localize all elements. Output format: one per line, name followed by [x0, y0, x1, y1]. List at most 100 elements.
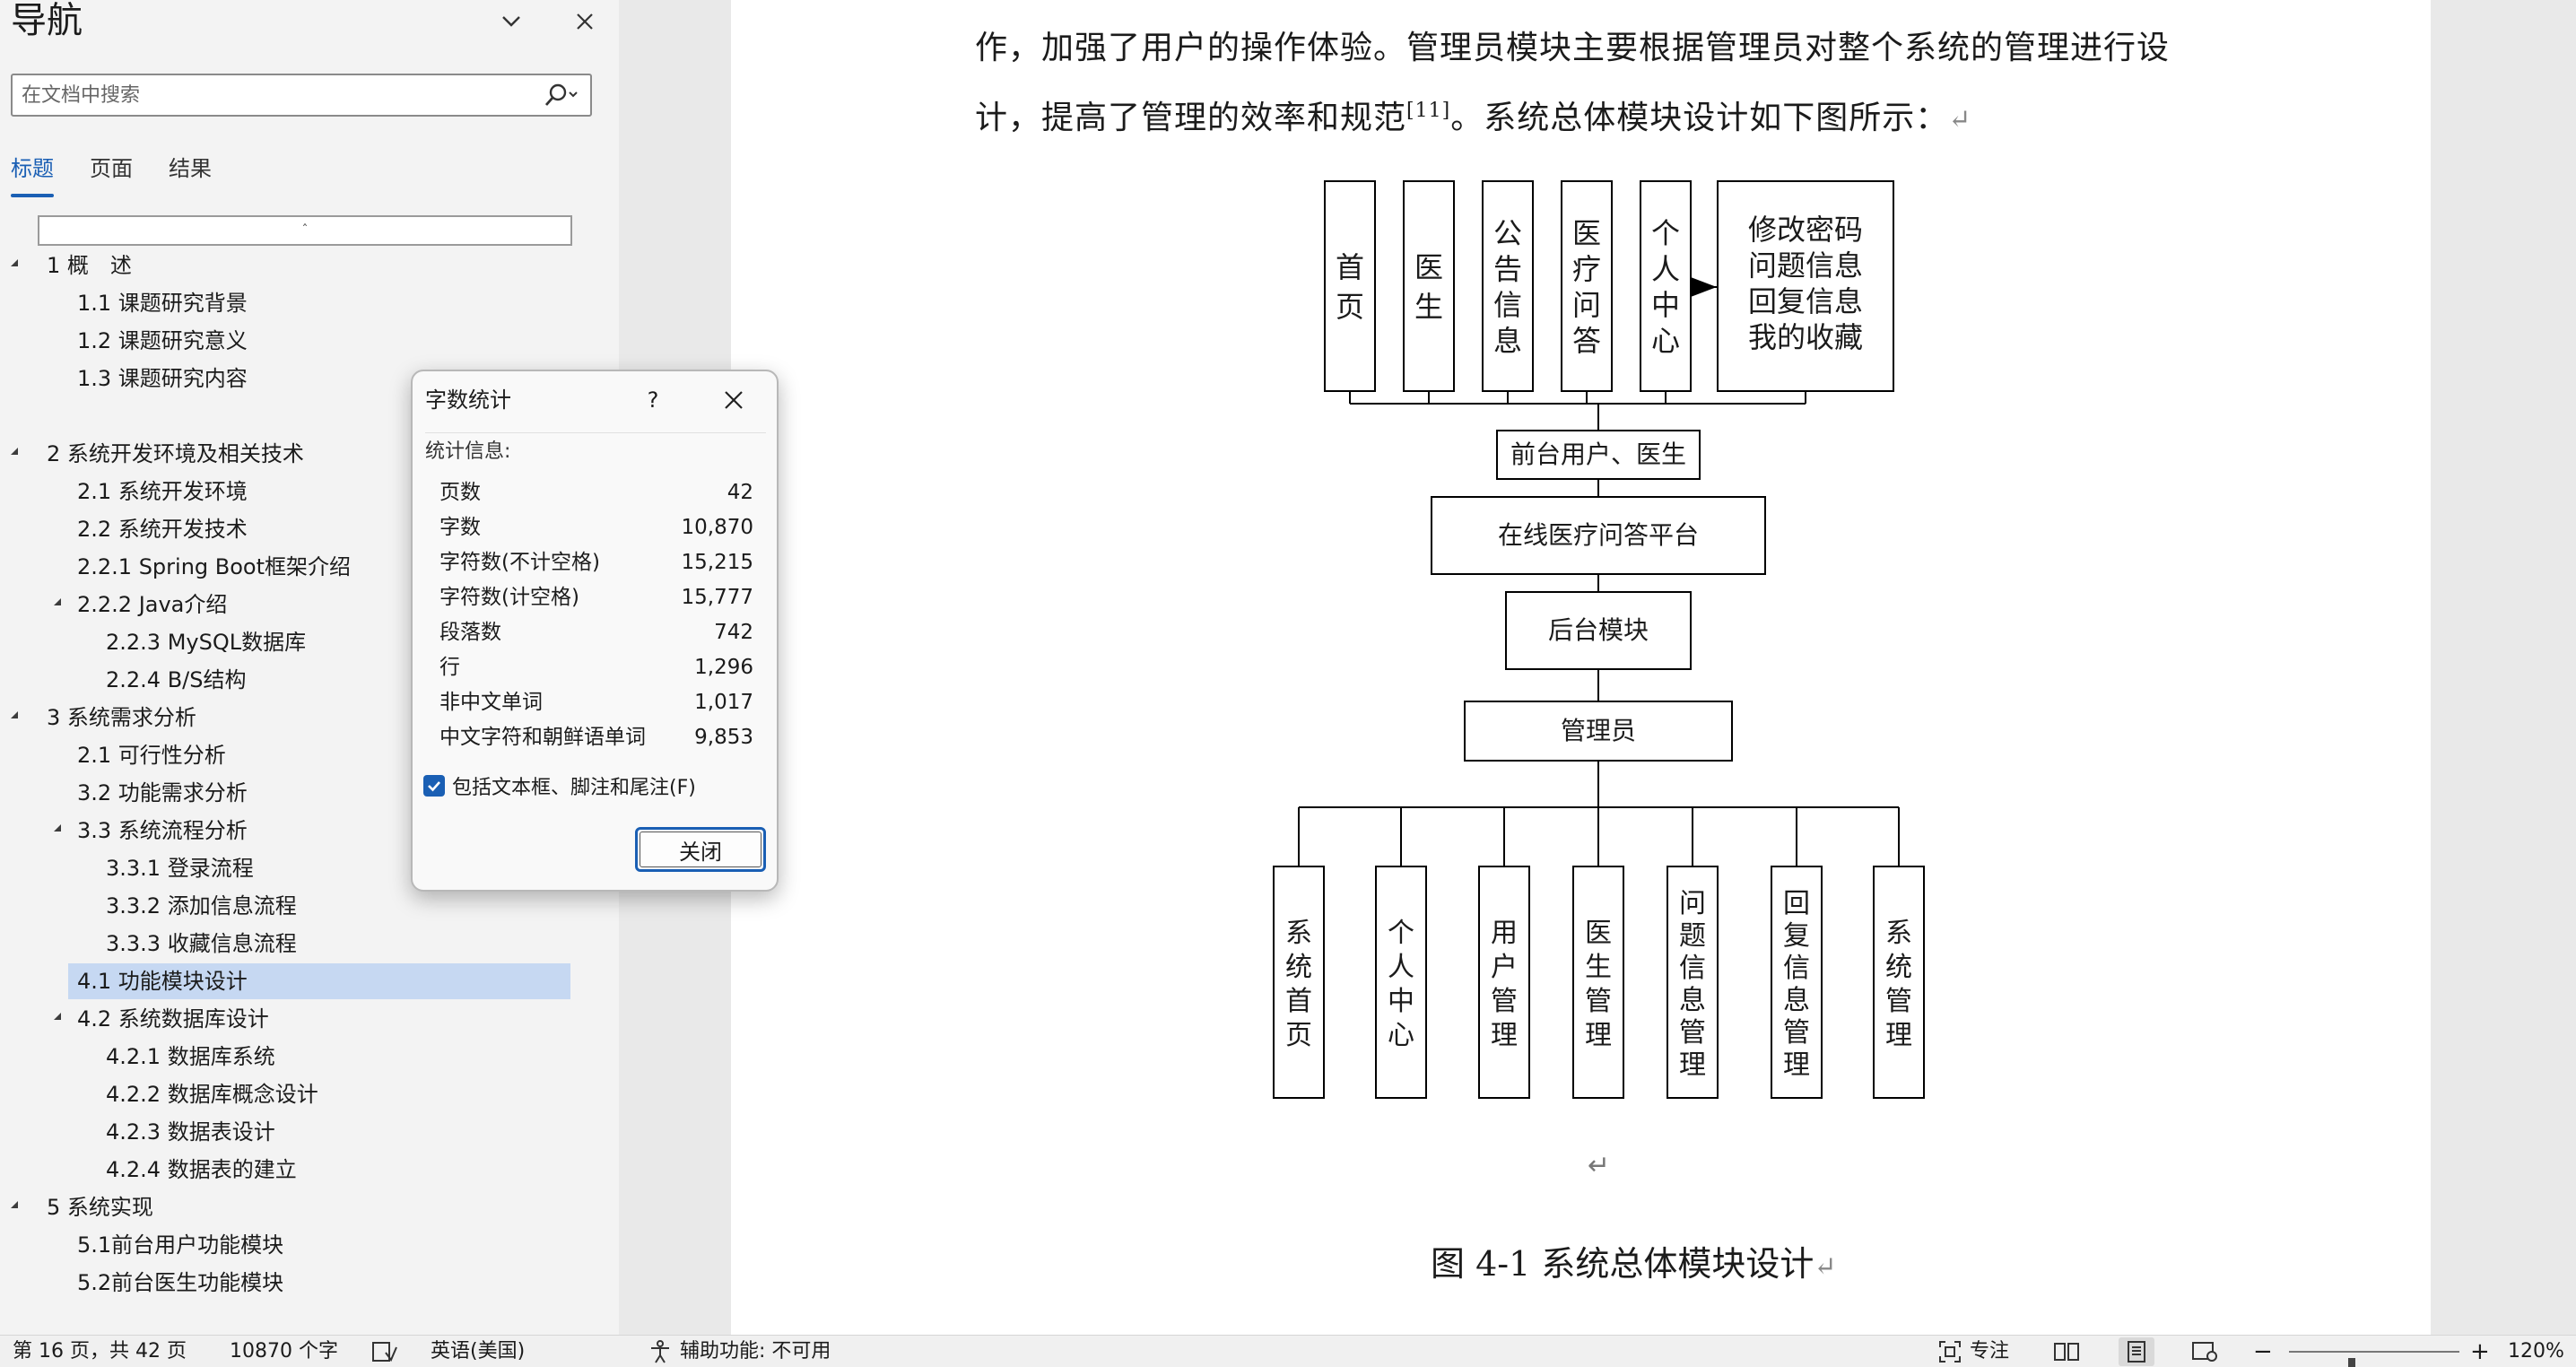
nav-heading-item[interactable]: 1.1 课题研究背景: [0, 285, 619, 321]
nav-search-button[interactable]: [536, 81, 585, 111]
help-button[interactable]: ?: [647, 387, 659, 413]
zoom-level[interactable]: 120%: [2508, 1340, 2564, 1363]
nav-heading-item[interactable]: 2.2.3 MySQL数据库: [0, 624, 619, 660]
nav-heading-label: 5.2前台医生功能模块: [77, 1270, 284, 1295]
nav-heading-item[interactable]: 3.2 功能需求分析: [0, 775, 619, 811]
top-module-box: [1324, 180, 1376, 392]
nav-heading-item[interactable]: 2 系统开发环境及相关技术: [0, 436, 619, 472]
bottom-module-label: 医: [1585, 918, 1612, 949]
nav-heading-item[interactable]: 4.2.4 数据表的建立: [0, 1152, 619, 1188]
nav-heading-item[interactable]: 4.2.1 数据库系统: [0, 1039, 619, 1075]
read-mode-button[interactable]: [2049, 1337, 2084, 1366]
close-button[interactable]: 关闭: [635, 827, 766, 872]
bottom-module-box: [1375, 866, 1427, 1099]
zoom-slider-thumb[interactable]: [2348, 1358, 2355, 1367]
word-count-indicator[interactable]: 10870 个字: [230, 1340, 338, 1363]
tab-pages[interactable]: 页面: [90, 156, 133, 181]
bottom-module-label: 管: [1679, 1017, 1706, 1049]
nav-heading-item[interactable]: 2.1 可行性分析: [0, 737, 619, 773]
dialog-close-x-button[interactable]: [718, 384, 750, 416]
nav-heading-item[interactable]: 5 系统实现: [0, 1189, 619, 1225]
collapse-all-bar[interactable]: ˆ: [38, 215, 572, 246]
proofing-button[interactable]: [371, 1336, 398, 1367]
tab-results[interactable]: 结果: [169, 156, 212, 181]
nav-heading-item[interactable]: 3 系统需求分析: [0, 700, 619, 736]
nav-heading-label: 5 系统实现: [47, 1195, 153, 1220]
top-module-box: [1640, 180, 1692, 392]
print-layout-button[interactable]: [2119, 1337, 2154, 1366]
document-canvas[interactable]: 作，加强了用户的操作体验。管理员模块主要根据管理员对整个系统的管理进行设 计，提…: [619, 0, 2576, 1335]
expand-caret-icon[interactable]: [11, 259, 18, 266]
pane-options-button[interactable]: [493, 4, 529, 39]
proofing-icon: [372, 1342, 397, 1362]
nav-heading-item[interactable]: 3.3.1 登录流程: [0, 850, 619, 886]
nav-heading-item[interactable]: 2.1 系统开发环境: [0, 474, 619, 509]
nav-heading-item[interactable]: 1.2 课题研究意义: [0, 323, 619, 359]
empty-paragraph-mark: ↵: [1588, 1150, 1611, 1181]
nav-heading-label: 1 概 述: [47, 253, 132, 278]
nav-heading-item[interactable]: 2.2 系统开发技术: [0, 511, 619, 547]
nav-heading-item[interactable]: 1 概 述: [0, 248, 619, 283]
page-indicator[interactable]: 第 16 页，共 42 页: [13, 1340, 187, 1363]
nav-heading-item[interactable]: 3.3.2 添加信息流程: [0, 888, 619, 924]
nav-heading-item[interactable]: 2.2.1 Spring Boot框架介绍: [0, 549, 619, 585]
language-indicator[interactable]: 英语(美国): [431, 1340, 526, 1363]
stat-name: 段落数: [439, 621, 501, 644]
nav-heading-item[interactable]: 4.2.2 数据库概念设计: [0, 1076, 619, 1112]
include-checkbox[interactable]: [423, 775, 445, 797]
focus-mode-button[interactable]: 专注: [1937, 1336, 2009, 1367]
expand-caret-icon[interactable]: [11, 711, 18, 718]
bottom-module-label: 回: [1783, 888, 1810, 919]
accessibility-indicator[interactable]: 辅助功能: 不可用: [648, 1336, 831, 1367]
include-label: 包括文本框、脚注和尾注(F): [452, 777, 696, 799]
expand-caret-icon[interactable]: [54, 1013, 61, 1020]
nav-heading-item[interactable]: 4.2 系统数据库设计: [0, 1001, 619, 1037]
close-icon: [577, 13, 593, 30]
personal-submenu-item: 问题信息: [1748, 248, 1863, 283]
pane-close-button[interactable]: [567, 4, 603, 39]
bottom-module-label: 系: [1285, 918, 1312, 949]
expand-caret-icon[interactable]: [54, 824, 61, 832]
top-module-label: 公: [1493, 216, 1522, 250]
stat-name: 中文字符和朝鲜语单词: [439, 726, 646, 749]
expand-caret-icon[interactable]: [54, 598, 61, 605]
nav-heading-label: 1.2 课题研究意义: [77, 328, 248, 353]
selection-highlight: [68, 963, 570, 999]
expand-caret-icon[interactable]: [11, 448, 18, 455]
nav-heading-item[interactable]: 2.2.2 Java介绍: [0, 587, 619, 623]
expand-caret-icon[interactable]: [11, 1201, 18, 1208]
bottom-module-label: 理: [1585, 1020, 1612, 1051]
citation-reference[interactable]: [11]: [1406, 100, 1451, 122]
chevron-down-icon: [502, 16, 520, 27]
bottom-module-label: 系: [1885, 918, 1912, 949]
nav-heading-item[interactable]: 5.2前台医生功能模块: [0, 1265, 619, 1301]
nav-heading-item[interactable]: 3.3.3 收藏信息流程: [0, 926, 619, 962]
top-module-label: 信: [1493, 288, 1522, 322]
stat-value: 42: [727, 481, 753, 504]
include-textbox-checkbox-row[interactable]: 包括文本框、脚注和尾注(F): [423, 770, 696, 802]
nav-heading-item[interactable]: 5.1前台用户功能模块: [0, 1227, 619, 1263]
document-page[interactable]: 作，加强了用户的操作体验。管理员模块主要根据管理员对整个系统的管理进行设 计，提…: [731, 0, 2431, 1335]
top-module-label: 医: [1572, 216, 1601, 250]
nav-heading-item[interactable]: 1.3 课题研究内容: [0, 361, 619, 396]
nav-heading-item[interactable]: 2.2.4 B/S结构: [0, 662, 619, 698]
frontend-box: [1496, 430, 1701, 480]
nav-heading-label: 2.2 系统开发技术: [77, 517, 248, 542]
zoom-in-button[interactable]: +: [2470, 1338, 2490, 1365]
nav-heading-item[interactable]: 4.2.3 数据表设计: [0, 1114, 619, 1150]
zoom-out-button[interactable]: −: [2253, 1338, 2273, 1365]
nav-heading-item[interactable]: 4.1 功能模块设计: [0, 963, 619, 999]
bottom-module-label: 理: [1679, 1049, 1706, 1081]
bottom-module-label: 页: [1285, 1020, 1312, 1051]
tab-headings[interactable]: 标题: [11, 151, 54, 201]
nav-heading-item[interactable]: 3.3 系统流程分析: [0, 813, 619, 849]
accessibility-text: 辅助功能: 不可用: [680, 1340, 831, 1363]
caption-text: 图 4-1 系统总体模块设计: [1431, 1244, 1815, 1284]
top-module-label: 人: [1651, 252, 1680, 286]
web-layout-button[interactable]: [2187, 1337, 2223, 1366]
nav-heading-label: 2.1 系统开发环境: [77, 479, 248, 504]
zoom-slider[interactable]: [2289, 1351, 2459, 1367]
nav-search-input[interactable]: [22, 81, 542, 109]
